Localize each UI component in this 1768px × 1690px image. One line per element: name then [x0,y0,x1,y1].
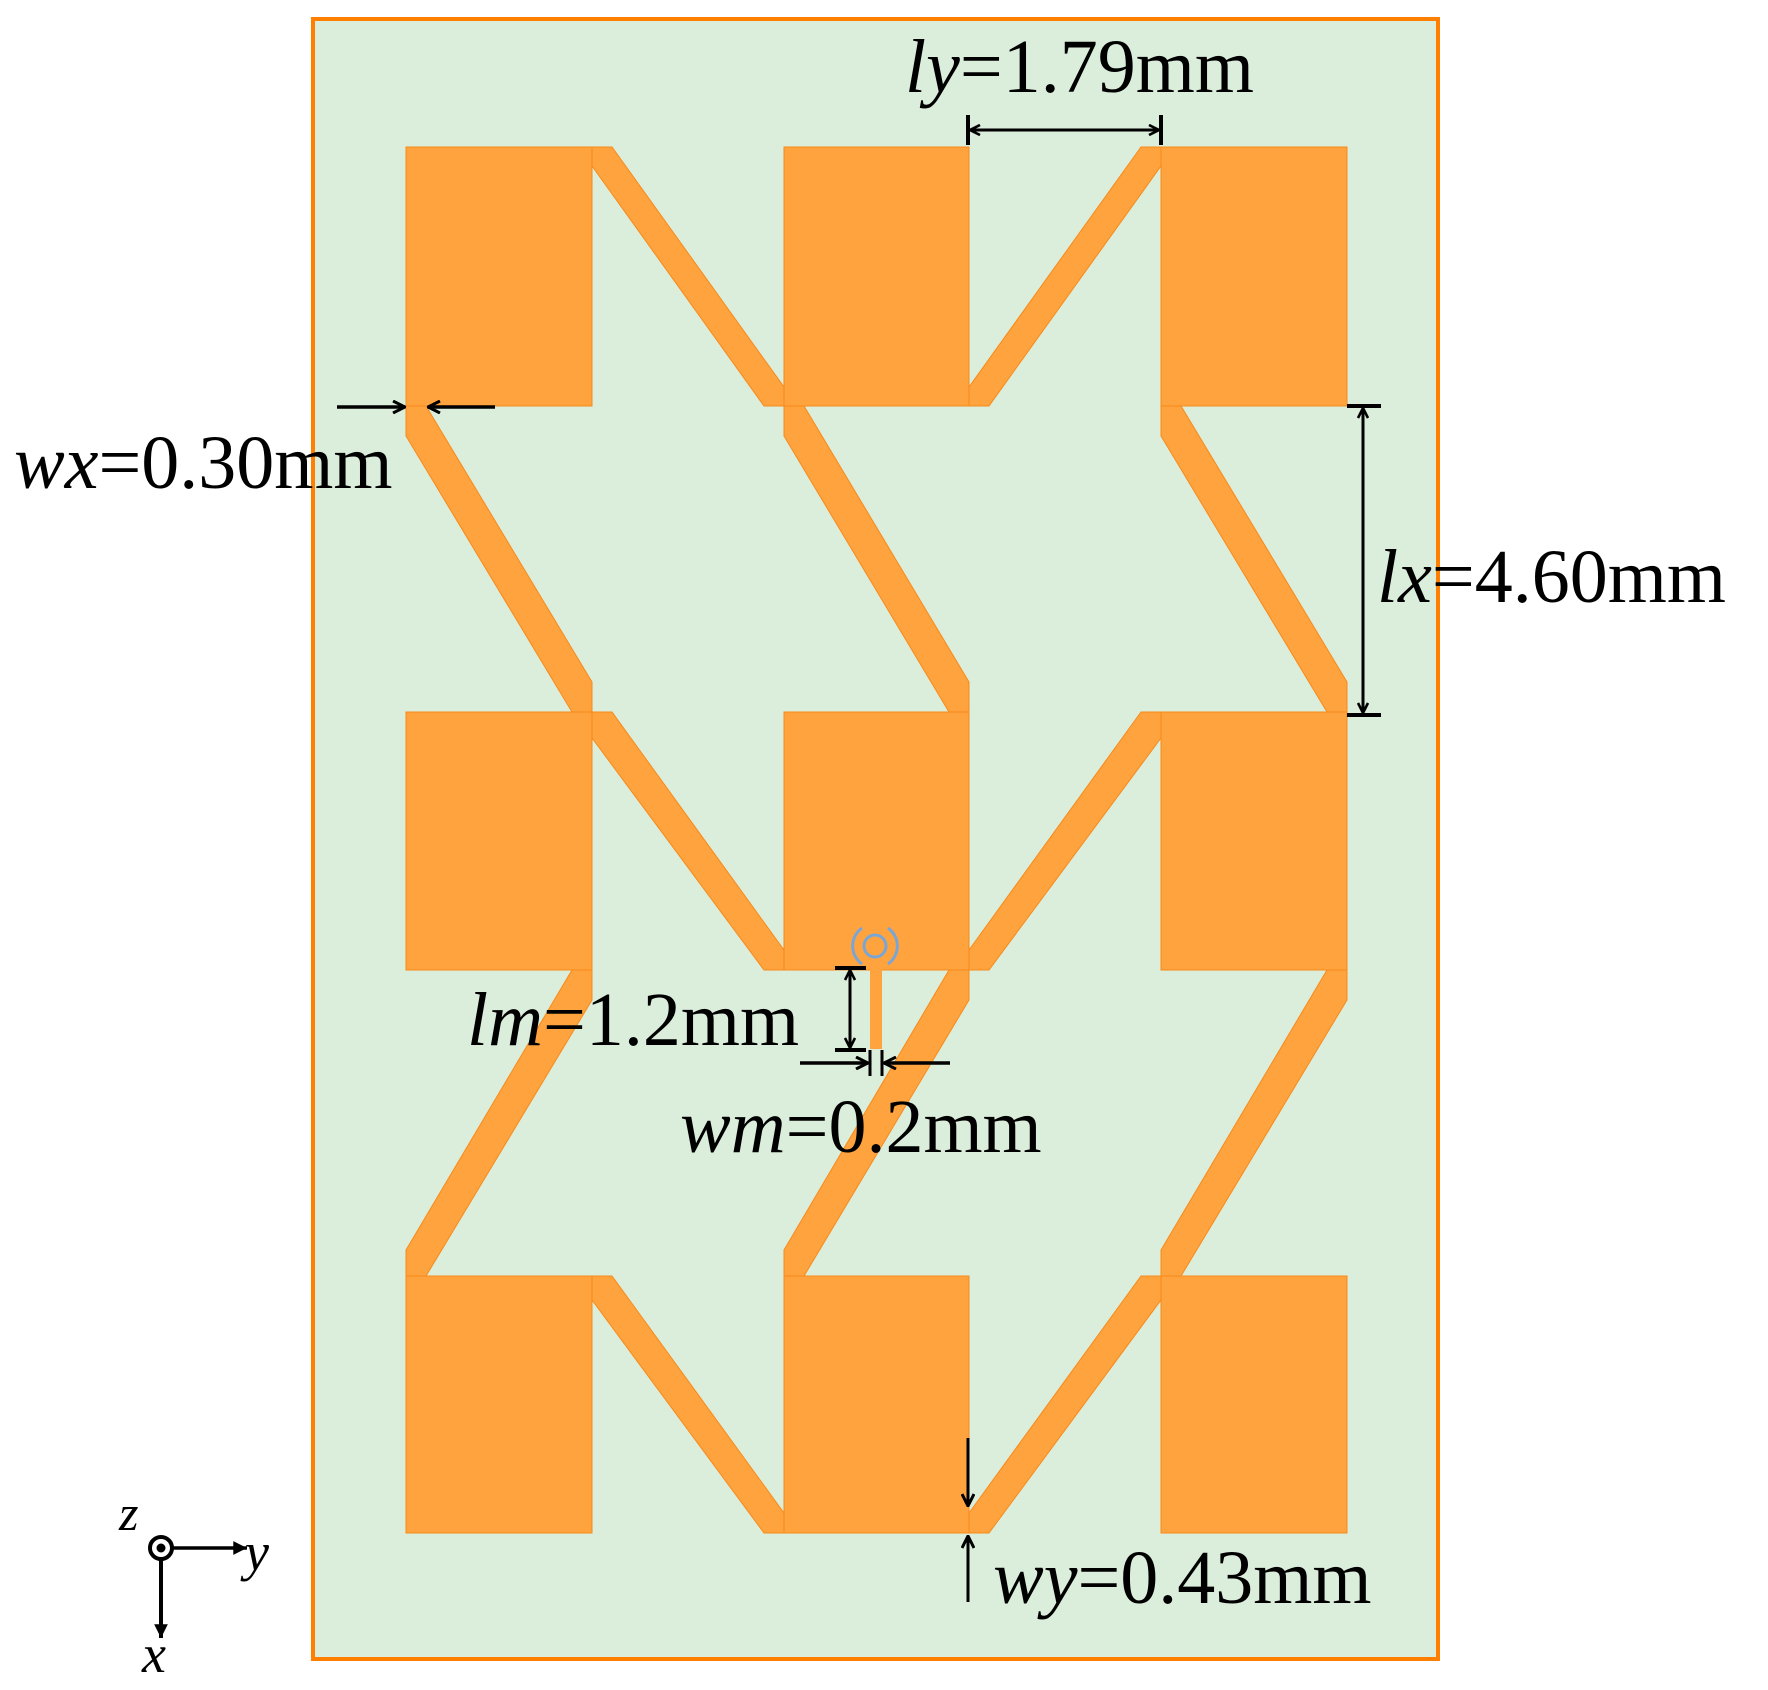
lm-var: lm [467,978,543,1062]
coordinate-axes: z y x [118,1485,269,1684]
ly-value: =1.79mm [960,25,1254,109]
patch-r2-c2 [783,711,970,971]
patch-r2-c3 [1160,711,1348,971]
wm-value: =0.2mm [786,1085,1042,1169]
patch-r1-c1 [405,146,593,407]
wx-var: wx [14,421,99,505]
lx-var: lx [1377,535,1432,619]
wy-value: =0.43mm [1077,1536,1371,1620]
wx-value: =0.30mm [98,421,392,505]
wy-var: wy [993,1536,1078,1620]
patch-array [405,146,1348,1534]
svg-text:lx=4.60mm: lx=4.60mm [1377,535,1726,619]
lm-value: =1.2mm [543,978,799,1062]
ly-var: ly [905,25,960,109]
patch-r3-c3 [1160,1275,1348,1534]
x-axis-label: x [141,1624,166,1684]
patch-r3-c2 [783,1275,970,1534]
svg-text:ly=1.79mm: ly=1.79mm [905,25,1254,109]
port-icon [851,926,899,966]
wm-var: wm [680,1085,786,1169]
patch-r1-c3 [1160,146,1348,407]
svg-text:wm=0.2mm: wm=0.2mm [680,1085,1042,1169]
feed-microstrip-line [870,969,882,1049]
dimension-wm: wm=0.2mm [680,1050,1042,1169]
svg-text:wx=0.30mm: wx=0.30mm [14,421,393,505]
patch-r3-c1 [405,1275,593,1534]
patch-r1-c2 [783,146,970,407]
meander-strips [405,146,1348,1534]
y-axis-label: y [240,1522,269,1582]
lx-value: =4.60mm [1432,535,1726,619]
dimension-wy: wy=0.43mm [968,1438,1372,1620]
dimension-ly: ly=1.79mm [905,25,1254,145]
svg-text:lm=1.2mm: lm=1.2mm [467,978,799,1062]
dimension-lx: lx=4.60mm [1347,404,1726,717]
patch-r2-c1 [405,711,593,971]
svg-text:wy=0.43mm: wy=0.43mm [993,1536,1372,1620]
z-axis-label: z [118,1485,138,1541]
dimension-wx: wx=0.30mm [14,407,495,505]
dimension-lm: lm=1.2mm [467,966,866,1062]
